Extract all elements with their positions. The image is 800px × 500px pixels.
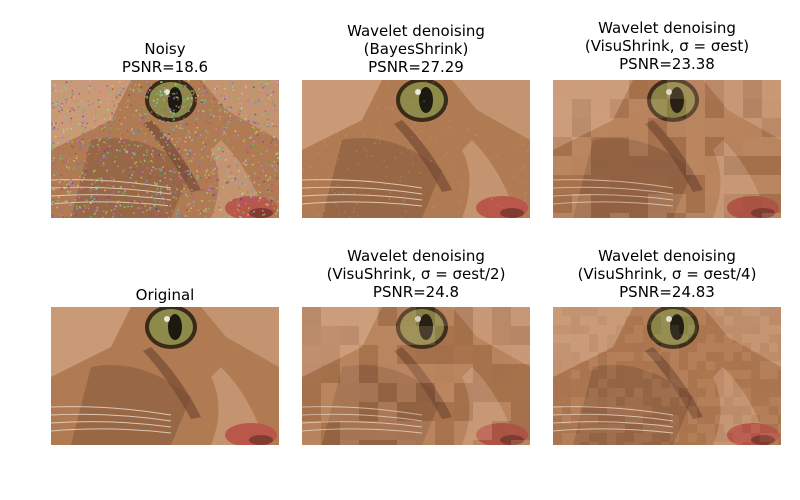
visushrink-est-cat-image [553,80,781,218]
psnr-label: PSNR=23.38 [619,55,715,73]
title-line: Wavelet denoising [598,19,736,37]
psnr-label: PSNR=18.6 [121,58,209,76]
title-line: Original [135,286,195,304]
cat-face-svg [51,80,279,218]
visushrink-est-quarter-cat-image [553,307,781,445]
psnr-label: PSNR=24.83 [619,283,715,301]
psnr-label: PSNR=27.29 [368,58,464,76]
noisy-cat-image [51,80,279,218]
panel-title: Original [51,286,279,304]
bayesshrink-cat-image [302,80,530,218]
method-label: (BayesShrink) [363,40,469,58]
method-label: (VisuShrink, σ = σest/2) [326,265,506,283]
panel-title: Wavelet denoising (VisuShrink, σ = σest)… [553,19,781,73]
cat-face-svg [553,80,781,218]
original-cat-image [51,307,279,445]
panel-title: Wavelet denoising (BayesShrink) PSNR=27.… [302,22,530,76]
cat-face-svg [302,80,530,218]
panel-title: Wavelet denoising (VisuShrink, σ = σest/… [302,247,530,301]
method-label: (VisuShrink, σ = σest) [584,37,750,55]
cat-face-svg [553,307,781,445]
psnr-label: PSNR=24.8 [372,283,460,301]
title-line: Wavelet denoising [598,247,736,265]
title-line: Noisy [144,40,186,58]
cat-face-svg [51,307,279,445]
method-label: (VisuShrink, σ = σest/4) [577,265,757,283]
cat-face-svg [302,307,530,445]
title-line: Wavelet denoising [347,247,485,265]
panel-title: Noisy PSNR=18.6 [51,40,279,76]
title-line: Wavelet denoising [347,22,485,40]
panel-title: Wavelet denoising (VisuShrink, σ = σest/… [553,247,781,301]
visushrink-est-half-cat-image [302,307,530,445]
